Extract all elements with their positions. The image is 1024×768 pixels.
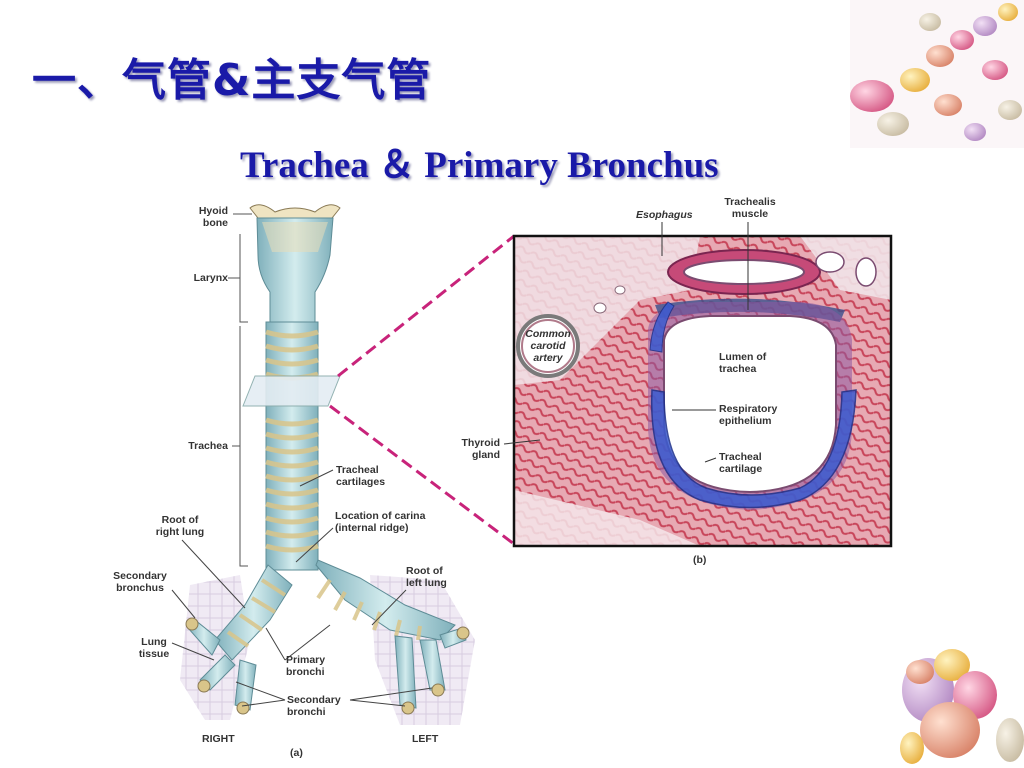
label-tracheal-cartilages: Tracheal cartilages [336, 464, 386, 488]
decorative-eggs-bottom [900, 649, 1024, 764]
label-right: RIGHT [202, 733, 235, 745]
page-subtitle: Trachea ＆ Primary Bronchus [240, 145, 719, 186]
label-location-of-carina: Location of carina (internal ridge) [335, 510, 426, 534]
label-trachea: Trachea [188, 440, 228, 452]
label-root-of-right-lung: Root of right lung [155, 514, 205, 538]
label-root-of-left-lung: Root of left lung [406, 565, 447, 589]
leader-lines-b [503, 222, 749, 463]
leader-lines-a [171, 469, 433, 707]
panel-label-b: (b) [693, 554, 707, 566]
page-title: 一、气管&主支气管 [32, 55, 432, 106]
label-secondary-bronchus: Secondary bronchus [113, 570, 167, 594]
label-primary-bronchi: Primary bronchi [286, 654, 326, 678]
label-thyroid-gland: Thyroid gland [461, 437, 501, 461]
label-left: LEFT [412, 733, 439, 745]
label-esophagus: Esophagus [636, 209, 693, 221]
micrograph-panel [512, 234, 893, 548]
label-common-carotid-artery: Common carotid artery [525, 328, 571, 364]
label-lumen-of-trachea: Lumen of trachea [719, 351, 767, 375]
label-respiratory-epithelium: Respiratory epithelium [719, 403, 778, 427]
panel-label-a: (a) [290, 747, 303, 759]
decorative-eggs-top [850, 0, 1024, 148]
bracket-lines [228, 213, 252, 567]
label-hyoid-bone: Hyoid bone [198, 205, 228, 229]
connector-lines [329, 234, 515, 546]
label-lung-tissue: Lung tissue [138, 636, 170, 660]
label-tracheal-cartilage: Tracheal cartilage [719, 451, 763, 475]
label-trachealis-muscle: Trachealis muscle [724, 196, 776, 220]
label-larynx: Larynx [193, 272, 228, 284]
label-secondary-bronchi: Secondary bronchi [287, 694, 341, 718]
